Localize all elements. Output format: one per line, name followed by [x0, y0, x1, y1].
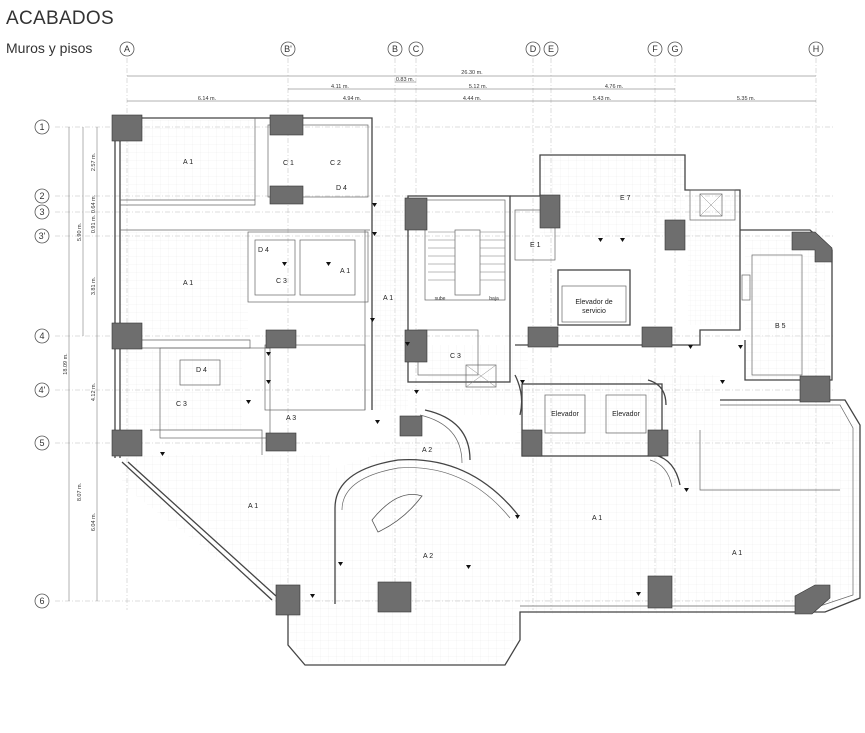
room-tag: A 1 [732, 550, 742, 557]
dim-5-6: 6.04 m. [91, 512, 97, 531]
page-subtitle: Muros y pisos [6, 40, 93, 56]
axis-label-4-prime: 4' [39, 385, 46, 395]
elevator-right-label: Elevador [612, 411, 640, 418]
dim-c-e: 5.12 m. [469, 84, 488, 90]
axis-label-1: 1 [39, 122, 44, 132]
axis-label-e: E [548, 44, 554, 54]
axis-label-5: 5 [39, 438, 44, 448]
room-tag: C 3 [176, 401, 187, 408]
room-tag: A 3 [286, 415, 296, 422]
axis-label-c: C [413, 44, 420, 54]
room-tag: A 1 [383, 295, 393, 302]
dim-1-4: 5.90 m. [77, 222, 83, 241]
stair-up-label: sube [435, 296, 446, 302]
floor-areas [120, 120, 860, 662]
dim-b-c: 0.83 m. [396, 77, 415, 83]
service-elevator-label-line2: servicio [582, 308, 606, 315]
service-elevator-label-line1: Elevador de [575, 299, 612, 306]
stair-down-label: baja [489, 296, 499, 302]
walls [114, 117, 861, 666]
dim-a-bp: 6.14 m. [198, 96, 217, 102]
room-tag: D 4 [336, 185, 347, 192]
room-tag: A 1 [248, 503, 258, 510]
dim-bp-b: 4.11 m. [331, 84, 349, 90]
room-tag: C 3 [276, 278, 287, 285]
axis-label-a: A [124, 44, 130, 54]
room-tag: E 1 [530, 242, 541, 249]
dim-c-d: 4.44 m. [463, 96, 482, 102]
room-tag: A 2 [423, 553, 433, 560]
room-tag: C 2 [330, 160, 341, 167]
room-tag: C 3 [450, 353, 461, 360]
dim-e-g: 4.76 m. [605, 84, 624, 90]
axis-label-3: 3 [39, 207, 44, 217]
elevator-left-label: Elevador [551, 411, 579, 418]
room-labels: A 1 A 1 A 1 A 1 A 1 A 1 A 1 A 2 A 2 A 3 … [176, 159, 786, 560]
dim-2-3: 0.64 m. [91, 194, 97, 213]
axis-label-2: 2 [39, 191, 44, 201]
room-tag: E 7 [620, 195, 631, 202]
dim-overall-height: 18.09 m. [63, 353, 69, 375]
page-title: ACABADOS [6, 8, 114, 29]
room-tag: A 1 [183, 159, 193, 166]
dimension-chain-top [127, 75, 816, 102]
room-tag: A 1 [340, 268, 350, 275]
room-tag: D 4 [258, 247, 269, 254]
dim-3p-4: 3.81 m. [91, 276, 97, 295]
dimension-chain-left [68, 127, 98, 601]
dim-d-f: 5.43 m. [593, 96, 612, 102]
finish-markers [160, 203, 743, 598]
dim-bp-c: 4.94 m. [343, 96, 362, 102]
dim-4p-6: 8.07 m. [77, 482, 83, 501]
dim-f-h: 5.35 m. [737, 96, 756, 102]
axis-label-f: F [652, 44, 658, 54]
room-tag: A 1 [592, 515, 602, 522]
axis-label-d: D [530, 44, 537, 54]
dim-overall-width: 26.30 m. [461, 70, 483, 76]
room-tag: A 2 [422, 447, 432, 454]
axis-label-h: H [813, 44, 820, 54]
axis-bubbles-top: A B' B C D E F G H [119, 41, 824, 57]
dim-3-3p: 0.91 m. [91, 214, 97, 233]
axis-label-4: 4 [39, 331, 44, 341]
room-tag: A 1 [183, 280, 193, 287]
room-tag: B 5 [775, 323, 786, 330]
dim-4-5: 4.12 m. [91, 382, 97, 401]
axis-label-g: G [671, 44, 678, 54]
axis-bubbles-left: 1 2 3 3' 4 4' 5 6 [34, 119, 50, 609]
room-tag: C 1 [283, 160, 294, 167]
axis-label-b-prime: B' [284, 44, 292, 54]
axis-label-b: B [392, 44, 398, 54]
axis-label-6: 6 [39, 596, 44, 606]
axis-label-3-prime: 3' [39, 231, 46, 241]
room-tag: D 4 [196, 367, 207, 374]
dim-1-2: 2.57 m. [91, 152, 97, 171]
structural-columns [111, 114, 833, 616]
